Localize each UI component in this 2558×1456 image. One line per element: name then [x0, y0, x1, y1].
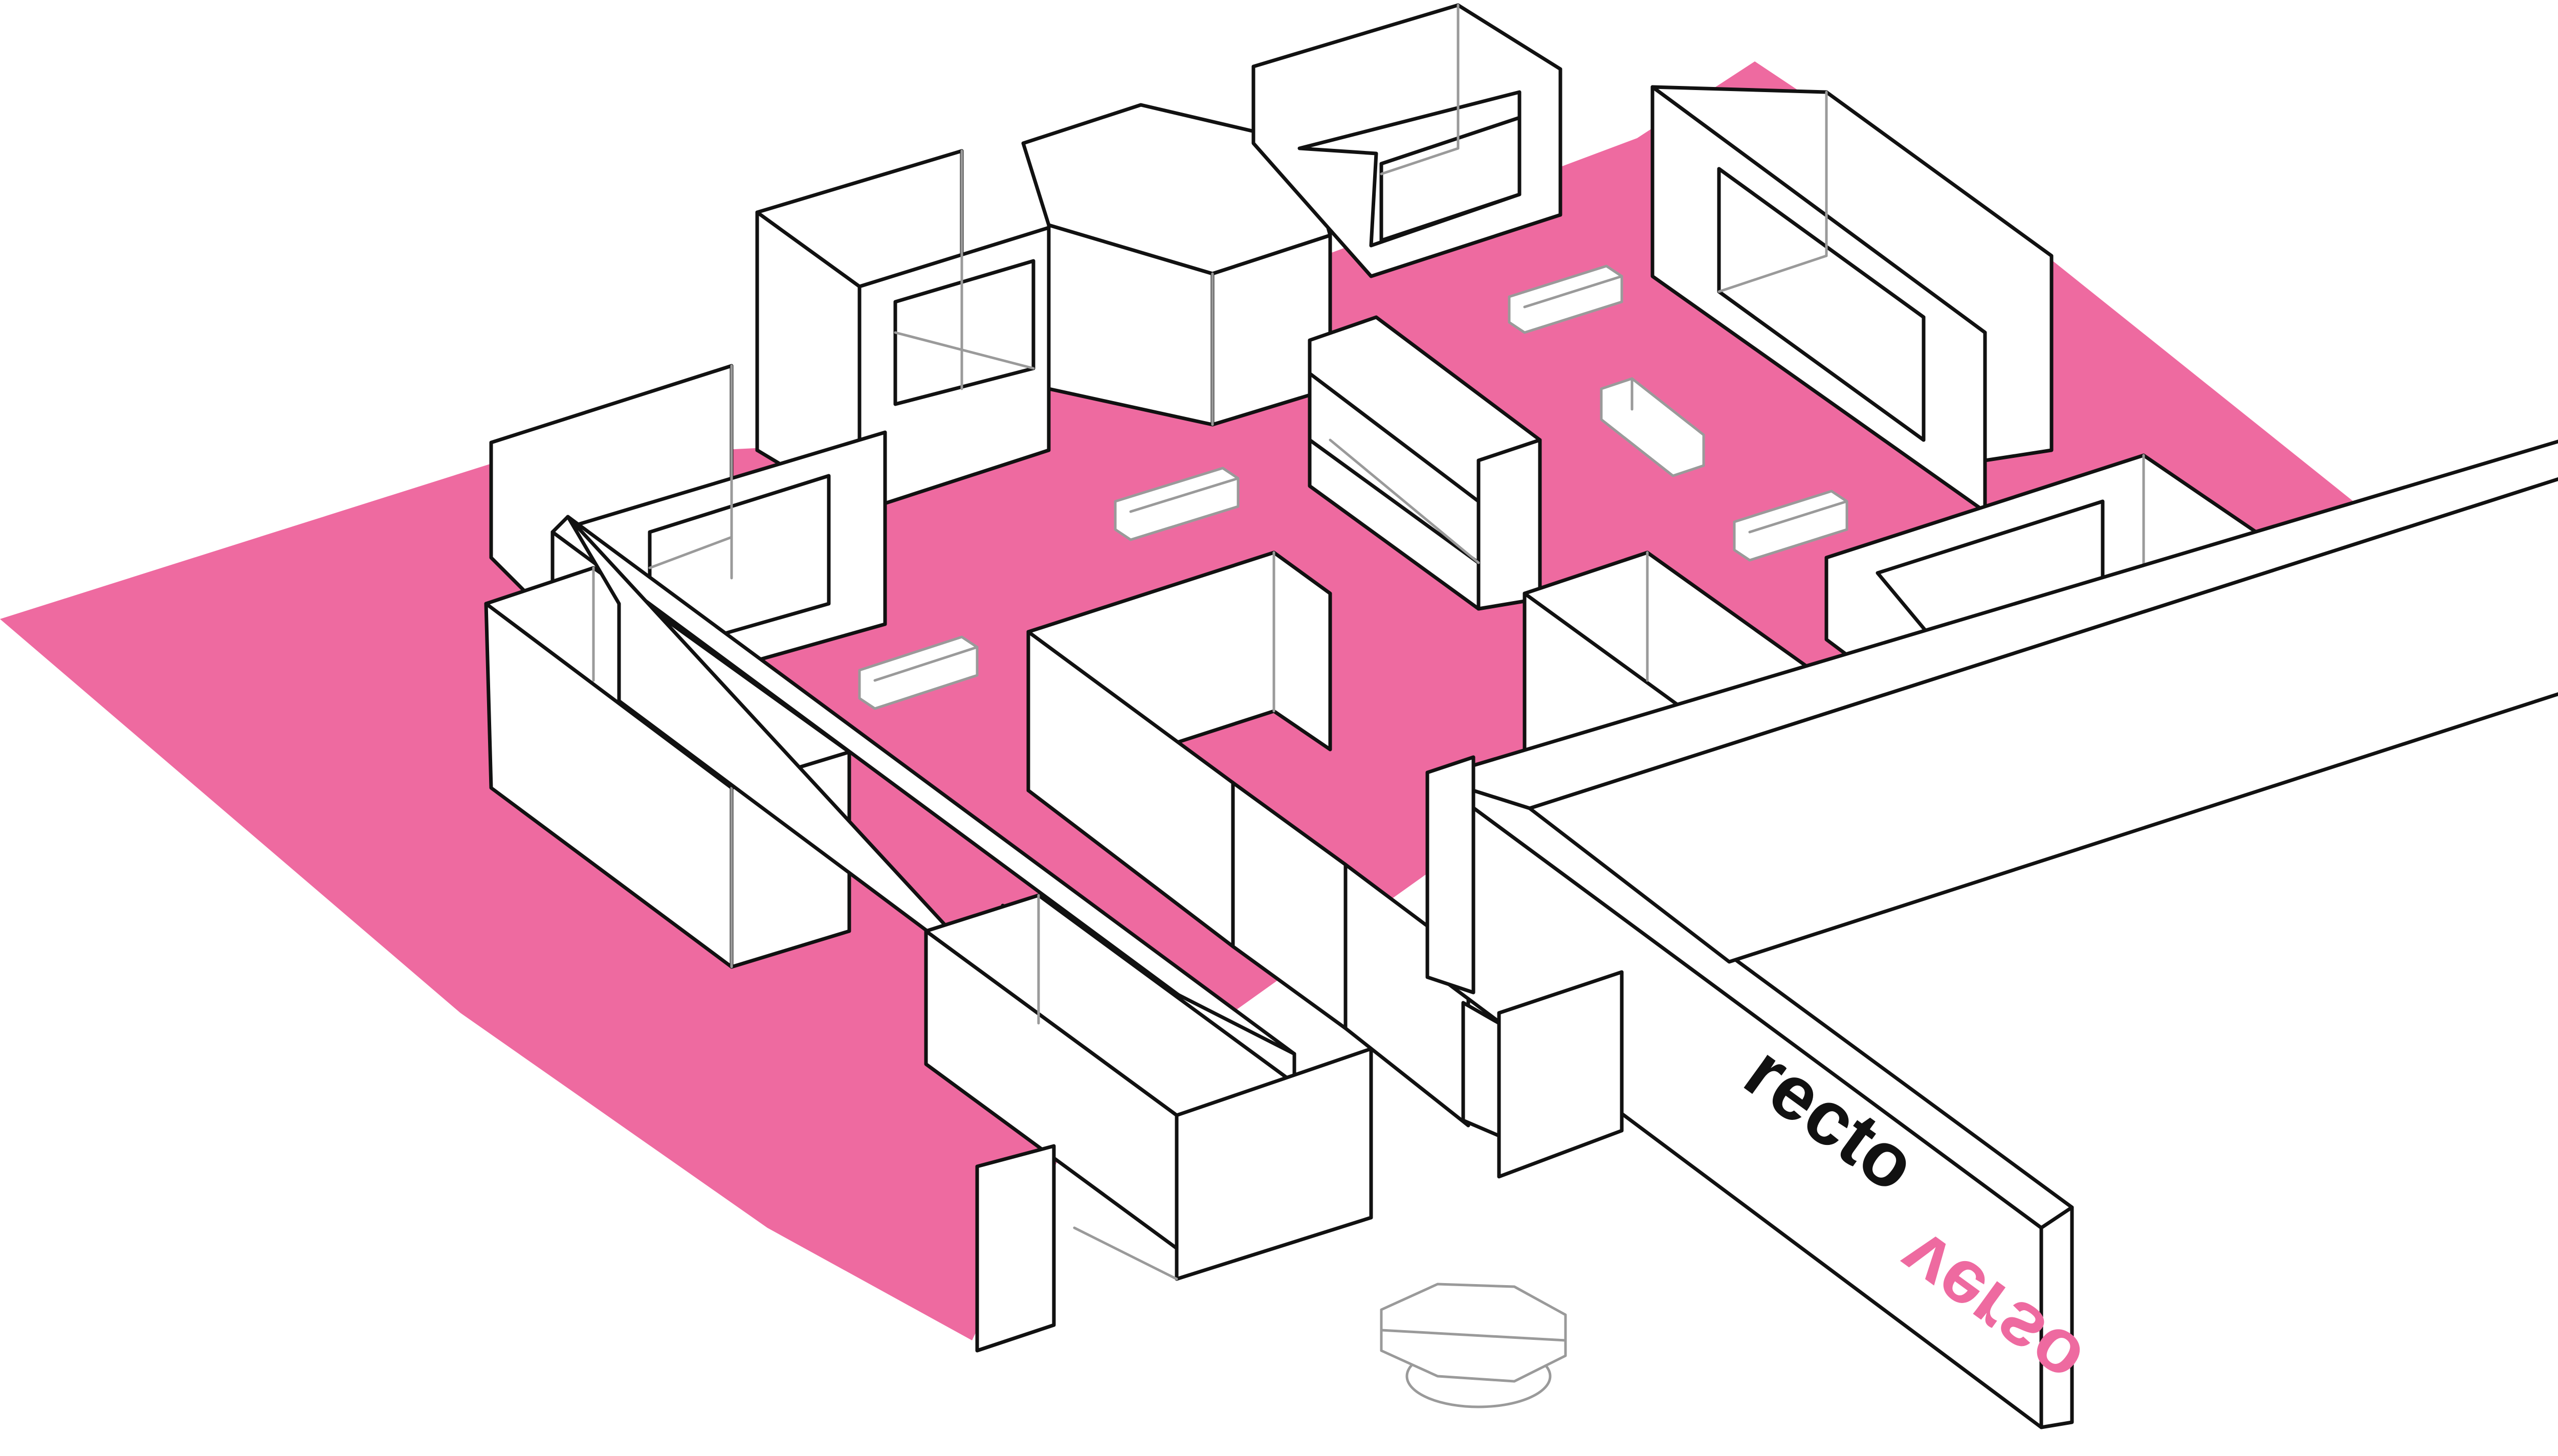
entrance-panels	[1425, 755, 1624, 1179]
entrance-wall	[1430, 439, 2558, 1429]
booth-back-right	[1650, 85, 2054, 514]
booth-front-left	[924, 893, 1373, 1353]
booth-back-center	[1251, 3, 1562, 278]
booth-back-left	[755, 149, 1051, 514]
octagon-seat	[1380, 1283, 1567, 1408]
booth-center-right	[1308, 315, 1542, 611]
hex-kiosk	[1021, 103, 1332, 427]
display-plinths	[858, 264, 1848, 710]
center-zigzag-wall	[1026, 550, 1470, 1128]
